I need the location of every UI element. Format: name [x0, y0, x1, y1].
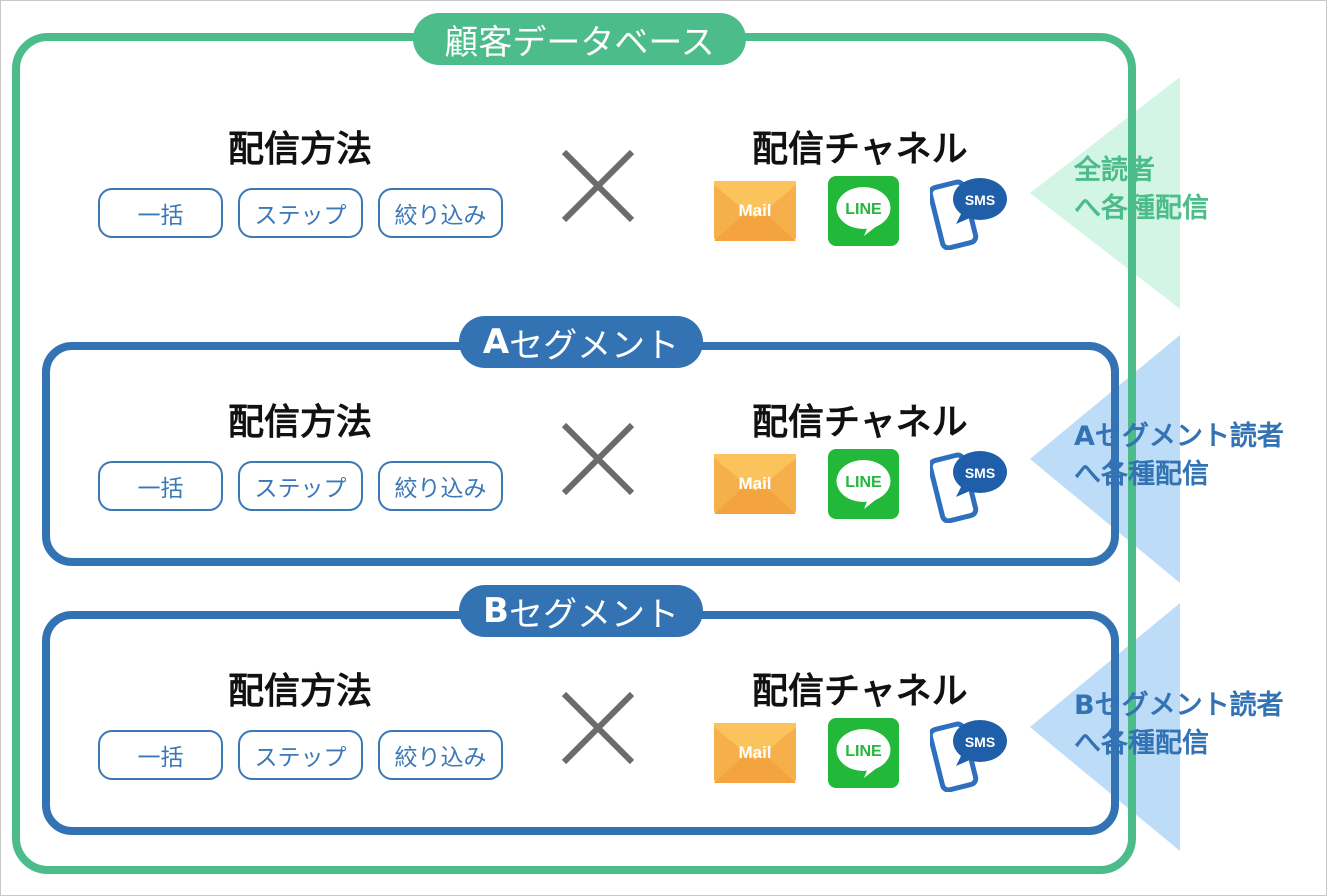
all-readers-text: 全読者 へ各種配信 [1074, 152, 1209, 228]
line-icon-label: LINE [845, 474, 882, 491]
method-title: 配信方法 [228, 129, 373, 170]
segment-b-text: セグメント [508, 594, 679, 635]
method-chip-bulk: 一括 [98, 461, 223, 511]
sms-icon-label: SMS [965, 465, 995, 481]
sms-phone-icon: SMS [930, 451, 1007, 523]
method-chip-filter: 絞り込み [378, 730, 503, 780]
method-chip-bulk: 一括 [98, 730, 223, 780]
channel-title: 配信チャネル [752, 671, 968, 712]
multiply-icon [561, 691, 635, 765]
customer-database-label: 顧客データベース [413, 13, 746, 65]
method-chip-filter: 絞り込み [378, 188, 503, 238]
all-readers-arrow [1030, 77, 1180, 309]
multiply-icon [561, 149, 635, 223]
sms-icon-label: SMS [965, 192, 995, 208]
line-icon: LINE [828, 449, 899, 519]
sms-icon-label: SMS [965, 734, 995, 750]
line-icon-label: LINE [845, 201, 882, 218]
segment-b-letter: B [483, 591, 509, 631]
all-readers-line2: へ各種配信 [1074, 193, 1209, 224]
method-title: 配信方法 [228, 402, 373, 443]
mail-icon: Mail [714, 454, 796, 514]
channel-title: 配信チャネル [752, 402, 968, 443]
method-title: 配信方法 [228, 671, 373, 712]
row-segment-b: 配信方法 一括 ステップ 絞り込み 配信チャネル Mail LINE SMS [0, 662, 1140, 822]
mail-icon-label: Mail [738, 201, 771, 220]
segment-a-text: セグメント [509, 325, 680, 366]
sms-phone-icon: SMS [930, 720, 1007, 792]
segment-b-readers-text: Bセグメント読者 へ各種配信 [1074, 687, 1284, 763]
segment-a-readers-line2: へ各種配信 [1074, 459, 1209, 490]
segment-a-readers-text: Aセグメント読者 へ各種配信 [1074, 418, 1284, 494]
all-readers-line1: 全読者 [1074, 155, 1155, 186]
line-icon: LINE [828, 718, 899, 788]
segment-a-letter: A [482, 322, 510, 362]
row-all: 配信方法 一括 ステップ 絞り込み 配信チャネル Mail LINE SMS [0, 120, 1140, 280]
segment-b-readers-line2: へ各種配信 [1074, 728, 1209, 759]
multiply-icon [561, 422, 635, 496]
segment-a-readers-line1: Aセグメント読者 [1074, 421, 1284, 452]
mail-icon-label: Mail [738, 474, 771, 493]
method-chip-step: ステップ [238, 730, 363, 780]
mail-icon: Mail [714, 181, 796, 241]
sms-phone-icon: SMS [930, 178, 1007, 250]
line-icon: LINE [828, 176, 899, 246]
channel-title: 配信チャネル [752, 129, 968, 170]
line-icon-label: LINE [845, 743, 882, 760]
row-segment-a: 配信方法 一括 ステップ 絞り込み 配信チャネル Mail LINE SMS [0, 393, 1140, 553]
mail-icon-label: Mail [738, 743, 771, 762]
segment-b-readers-line1: Bセグメント読者 [1074, 690, 1284, 721]
method-chip-step: ステップ [238, 461, 363, 511]
method-chip-filter: 絞り込み [378, 461, 503, 511]
method-chip-step: ステップ [238, 188, 363, 238]
mail-icon: Mail [714, 723, 796, 783]
method-chip-bulk: 一括 [98, 188, 223, 238]
